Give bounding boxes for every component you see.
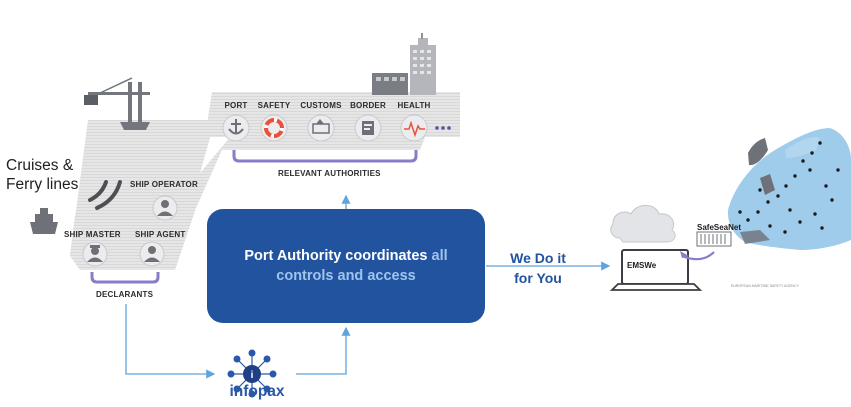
authority-label-safety: SAFETY	[257, 101, 291, 110]
authorities-bracket	[232, 150, 418, 163]
we-do-it-line-2: for You	[514, 270, 562, 286]
cloud-icon	[610, 204, 676, 243]
emsa-label: EUROPEAN MARITIME SAFETY AGENCY	[731, 284, 799, 288]
more-dots-icon	[435, 126, 451, 130]
ship-icon	[30, 208, 58, 234]
lifebuoy-icon	[260, 114, 288, 142]
laptop-icon	[609, 249, 703, 291]
cruise-label-line-2: Ferry lines	[6, 176, 79, 193]
border-control-icon	[354, 114, 382, 142]
customs-icon	[307, 114, 335, 142]
emswe-label: EMSWe	[627, 261, 657, 270]
europe-map	[727, 128, 851, 250]
safeseanet-server-icon	[696, 231, 732, 247]
we-do-it-label: We Do it for You	[500, 248, 576, 288]
cruise-label-line-1: Cruises &	[6, 157, 74, 174]
ship-agent-label: SHIP AGENT	[135, 230, 186, 239]
svg-text:i: i	[251, 370, 254, 381]
heartbeat-icon	[400, 114, 428, 142]
infopax-logo: i	[227, 349, 277, 398]
ship-master-avatar	[82, 241, 108, 267]
authority-label-customs: CUSTOMS	[300, 101, 342, 110]
declarants-label: DECLARANTS	[96, 290, 154, 299]
authority-label-border: BORDER	[350, 101, 386, 110]
crane-icon	[84, 77, 150, 130]
declarants-bracket	[90, 272, 160, 284]
infopax-label: infopax	[229, 383, 285, 400]
authority-label-health: HEALTH	[397, 101, 431, 110]
arrow-declarants-to-infopax	[125, 304, 216, 379]
cruises-ferry-label: Cruises & Ferry lines	[6, 156, 78, 194]
we-do-it-line-1: We Do it	[510, 250, 566, 266]
ship-operator-avatar	[152, 195, 178, 221]
ship-master-label: SHIP MASTER	[64, 230, 121, 239]
anchor-icon	[222, 114, 250, 142]
central-text-highlight-2: controls and access	[276, 268, 416, 284]
flow-arrows	[125, 194, 611, 379]
ship-agent-avatar	[139, 241, 165, 267]
safeseanet-link-arrow	[681, 251, 715, 261]
arrow-infopax-to-central	[296, 326, 351, 375]
port-authority-box: Port Authority coordinates all controls a…	[207, 209, 485, 323]
central-text-highlight-1: all	[431, 248, 448, 264]
ship-operator-label: SHIP OPERATOR	[130, 180, 198, 189]
port-authority-text: Port Authority coordinates all controls a…	[226, 246, 465, 286]
central-text-main: Port Authority coordinates	[244, 248, 432, 264]
authority-label-port: PORT	[224, 101, 248, 110]
relevant-authorities-label: RELEVANT AUTHORITIES	[278, 169, 381, 178]
safeseanet-label: SafeSeaNet	[697, 223, 742, 232]
signal-waves-icon	[88, 180, 122, 210]
city-buildings-icon	[372, 33, 436, 95]
